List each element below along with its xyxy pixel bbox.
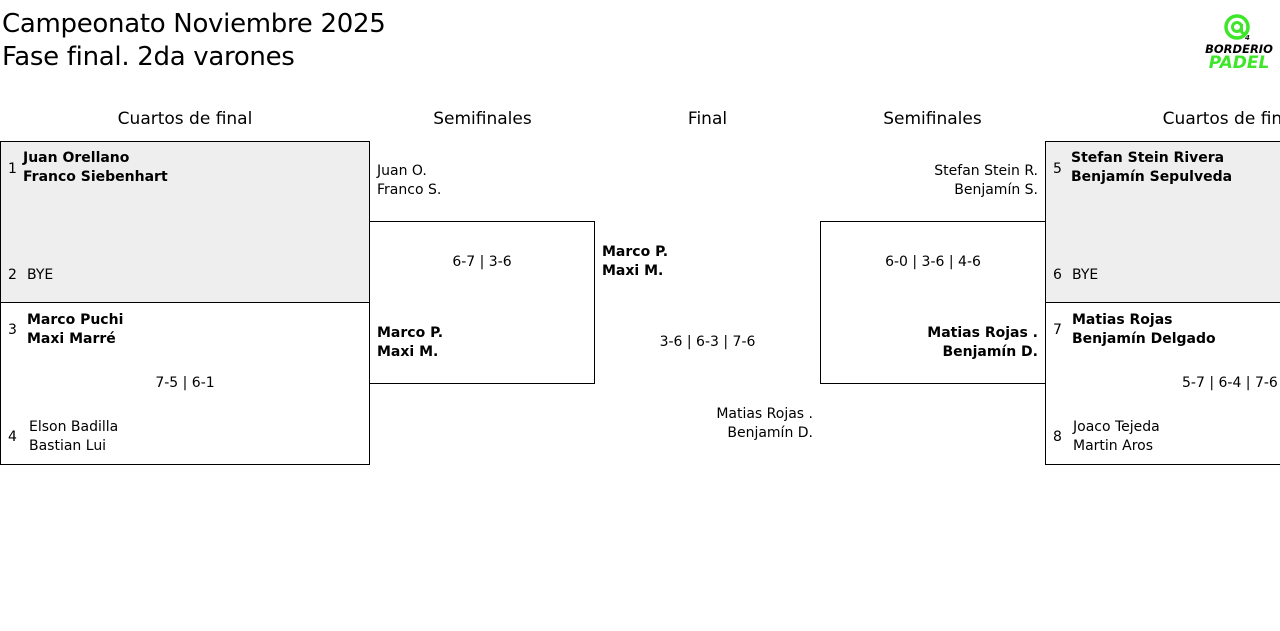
team-player: Benjamín D. [942,344,1038,360]
svg-text:4: 4 [1245,34,1250,42]
final-team-b-player: Benjamín D. [727,425,813,441]
right-quarter-match-1: 5 Stefan Stein Rivera Benjamín Sepulveda… [1045,141,1280,303]
right-semi-team-a-player: Stefan Stein R. [934,163,1038,179]
match-score: 5-7 | 6-4 | 7-6 [1182,375,1278,391]
final-team-b-player: Matias Rojas . [716,406,813,422]
heading-left-quarters: Cuartos de final [117,109,253,129]
team-player: Matias Rojas [1072,312,1173,328]
left-quarter-match-2: 3 Marco Puchi Maxi Marré 7-5 | 6-1 4 Els… [0,302,370,465]
match-score: 6-0 | 3-6 | 4-6 [885,254,981,270]
left-semi-team-a-player: Franco S. [377,182,442,198]
final-team-a-player: Maxi M. [602,263,664,279]
seed-number: 6 [1053,267,1062,283]
page-title-line2: Fase final. 2da varones [2,42,295,72]
team-player: Stefan Stein Rivera [1071,150,1225,166]
bye-label: BYE [27,267,54,283]
padel-at-icon: 4 BORDERIO PADEL [1205,14,1273,73]
heading-left-semis: Semifinales [433,109,532,129]
left-quarter-match-1: 1 Juan Orellano Franco Siebenhart 2 BYE [0,141,370,303]
team-player: Franco Siebenhart [23,169,168,185]
right-semi-match: 6-0 | 3-6 | 4-6 Matias Rojas . Benjamín … [820,221,1046,384]
team-player: Elson Badilla [29,419,119,435]
seed-number: 7 [1053,322,1062,338]
left-semi-team-a-player: Juan O. [377,163,427,179]
seed-number: 1 [8,161,17,177]
seed-number: 8 [1053,429,1062,445]
team-player: Matias Rojas . [927,325,1038,341]
team-player: Marco Puchi [27,312,124,328]
team-player: Joaco Tejeda [1073,419,1160,435]
match-score: 6-7 | 3-6 [452,254,512,270]
seed-number: 3 [8,322,17,338]
team-player: Martin Aros [1073,438,1154,454]
heading-right-quarters: Cuartos de final [1162,109,1280,129]
bye-label: BYE [1072,267,1099,283]
borderio-padel-logo: 4 BORDERIO PADEL [1198,10,1280,73]
match-score: 7-5 | 6-1 [155,375,215,391]
right-quarter-match-2: 7 Matias Rojas Benjamín Delgado 5-7 | 6-… [1045,302,1280,465]
page-title-line1: Campeonato Noviembre 2025 [2,9,386,39]
heading-right-semis: Semifinales [883,109,982,129]
team-player: Benjamín Sepulveda [1071,169,1233,185]
team-player: Marco P. [377,325,444,341]
seed-number: 2 [8,267,17,283]
logo-line2: PADEL [1209,53,1270,72]
seed-number: 4 [8,429,17,445]
team-player: Bastian Lui [29,438,107,454]
team-player: Maxi Marré [27,331,116,347]
seed-number: 5 [1053,161,1062,177]
heading-final: Final [687,109,728,129]
final-team-a-player: Marco P. [602,244,669,260]
logo-line1: BORDERIO [1205,42,1273,56]
left-semi-match: 6-7 | 3-6 Marco P. Maxi M. [369,221,595,384]
team-player: Juan Orellano [23,150,130,166]
team-player: Maxi M. [377,344,439,360]
right-semi-team-a-player: Benjamín S. [954,182,1038,198]
team-player: Benjamín Delgado [1072,331,1216,347]
final-score: 3-6 | 6-3 | 7-6 [659,334,756,350]
